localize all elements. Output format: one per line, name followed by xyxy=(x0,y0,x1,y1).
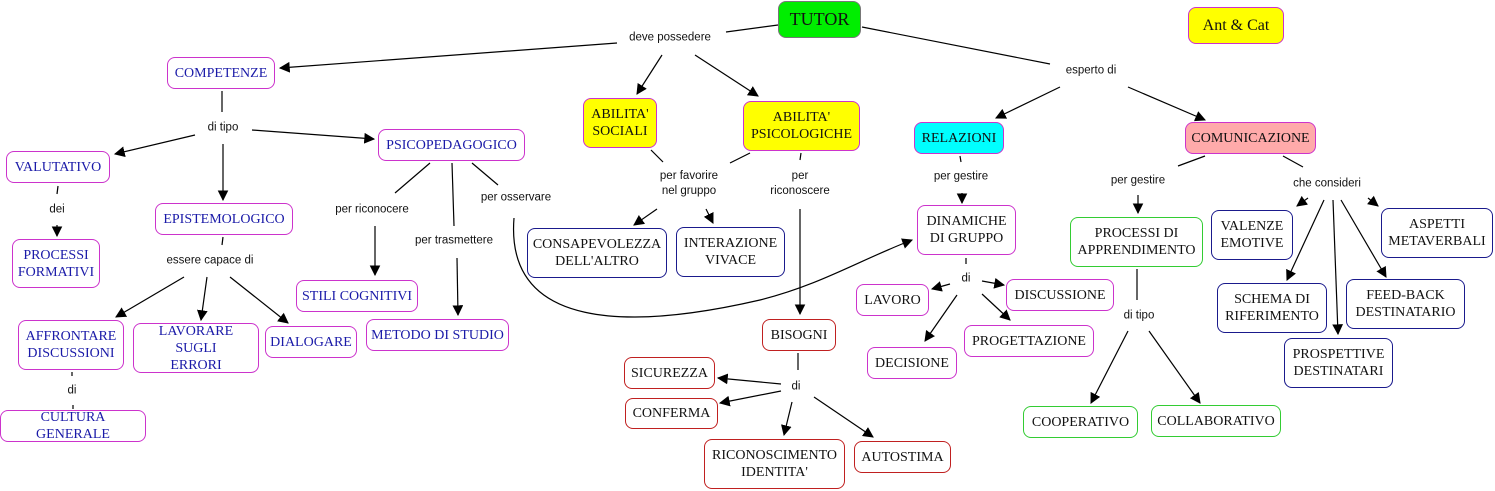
concept-relazioni[interactable]: RELAZIONI xyxy=(914,122,1004,154)
edge xyxy=(729,152,751,164)
concept-valenze-emotive[interactable]: VALENZE EMOTIVE xyxy=(1211,210,1293,260)
edge xyxy=(251,129,376,144)
concept-cooperativo[interactable]: COOPERATIVO xyxy=(1023,406,1138,438)
edge xyxy=(781,401,793,437)
edge xyxy=(924,294,958,342)
concept-abilita-sociali[interactable]: ABILITA' SOCIALI xyxy=(583,98,657,148)
edge xyxy=(650,149,664,163)
edge xyxy=(930,281,951,292)
concept-interazione-vivace[interactable]: INTERAZIONE VIVACE xyxy=(676,227,785,277)
concept-discussione[interactable]: DISCUSSIONE xyxy=(1006,279,1114,311)
link-che-consideri: che consideri xyxy=(1293,177,1361,190)
concept-decisione[interactable]: DECISIONE xyxy=(867,347,957,379)
edge xyxy=(113,134,196,158)
concept-dialogare[interactable]: DIALOGARE xyxy=(265,326,357,358)
edge xyxy=(471,162,499,186)
link-di: di xyxy=(791,380,801,393)
link-di-tipo: di tipo xyxy=(1123,309,1155,322)
concept-epistemologico[interactable]: EPISTEMOLOGICO xyxy=(155,203,293,235)
edge xyxy=(452,257,464,317)
edge xyxy=(981,277,1006,289)
concept-dinamiche-di-gruppo[interactable]: DINAMICHE DI GRUPPO xyxy=(917,205,1016,255)
concept-psicopedagogico[interactable]: PSICOPEDAGOGICO xyxy=(378,129,525,161)
link-deve-possedere: deve possedere xyxy=(629,31,711,44)
edge xyxy=(718,390,782,407)
edge xyxy=(1286,199,1325,281)
concept-comunicazione[interactable]: COMUNICAZIONE xyxy=(1185,122,1316,154)
edge xyxy=(636,54,663,95)
edge xyxy=(981,293,1011,321)
concept-processi-formativi[interactable]: PROCESSI FORMATIVI xyxy=(12,239,100,288)
edge xyxy=(1282,155,1304,168)
concept-prospettive-destinatari[interactable]: PROSPETTIVE DESTINATARI xyxy=(1284,338,1393,388)
concept-autostima[interactable]: AUTOSTIMA xyxy=(854,441,951,473)
edge xyxy=(1332,199,1344,336)
edge xyxy=(716,373,782,385)
concept-valutativo[interactable]: VALUTATIVO xyxy=(6,151,110,183)
link-per-riconocere: per riconocere xyxy=(335,203,409,216)
concept-ant-cat[interactable]: Ant & Cat xyxy=(1188,7,1284,44)
concept-progettazione[interactable]: PROGETTAZIONE xyxy=(964,325,1094,357)
concept-affrontare-discussioni[interactable]: AFFRONTARE DISCUSSIONI xyxy=(18,320,124,370)
edge xyxy=(1148,330,1201,404)
edge xyxy=(959,155,962,163)
concept-competenze[interactable]: COMPETENZE xyxy=(167,57,275,89)
edge xyxy=(1296,195,1309,207)
edge xyxy=(1177,155,1206,167)
concept-stili-cognitivi[interactable]: STILI COGNITIVI xyxy=(296,280,418,312)
link-per-gestire: per gestire xyxy=(933,170,989,183)
concept-sicurezza[interactable]: SICUREZZA xyxy=(624,357,715,389)
link-di: di xyxy=(67,384,77,397)
edge xyxy=(633,208,658,226)
edge xyxy=(513,217,914,318)
concept-abilita-psicologiche[interactable]: ABILITA' PSICOLOGICHE xyxy=(743,101,860,151)
edge xyxy=(278,42,618,73)
link-per-favorire: per favorire nel gruppo xyxy=(659,170,719,197)
edge xyxy=(1090,330,1129,404)
edge xyxy=(995,86,1061,119)
concept-metodo-di-studio[interactable]: METODO DI STUDIO xyxy=(366,319,509,351)
concept-conferma[interactable]: CONFERMA xyxy=(625,398,718,429)
edge xyxy=(196,276,208,322)
concept-riconoscimento-identita[interactable]: RICONOSCIMENTO IDENTITA' xyxy=(704,439,845,489)
concept-tutor[interactable]: TUTOR xyxy=(778,1,861,38)
concept-schema-di-riferimento[interactable]: SCHEMA DI RIFERIMENTO xyxy=(1217,283,1327,333)
edge xyxy=(1367,195,1379,207)
edge xyxy=(56,185,59,195)
link-essere-capace-di: essere capace di xyxy=(166,254,254,267)
link-per-gestire: per gestire xyxy=(1110,174,1166,187)
edge xyxy=(394,162,431,194)
edge xyxy=(694,54,759,97)
concept-cultura-generale[interactable]: CULTURA GENERALE xyxy=(0,410,146,442)
concept-feedback-destinatario[interactable]: FEED-BACK DESTINATARIO xyxy=(1346,279,1465,329)
concept-bisogni[interactable]: BISOGNI xyxy=(762,319,836,351)
edge xyxy=(1340,199,1387,278)
concept-collaborativo[interactable]: COLLABORATIVO xyxy=(1151,405,1281,437)
edge xyxy=(229,276,289,324)
edge xyxy=(451,162,455,227)
link-dei: dei xyxy=(49,203,65,216)
link-di: di xyxy=(961,272,971,285)
concept-lavoro[interactable]: LAVORO xyxy=(856,284,929,316)
link-per-riconoscere: per riconoscere xyxy=(770,170,830,197)
concept-processi-di-apprendimento[interactable]: PROCESSI DI APPRENDIMENTO xyxy=(1070,217,1203,267)
edge xyxy=(115,276,185,318)
concept-consapevolezza[interactable]: CONSAPEVOLEZZA DELL'ALTRO xyxy=(527,228,667,278)
edge xyxy=(725,24,779,33)
edge xyxy=(861,26,1051,65)
link-esperto-di: esperto di xyxy=(1065,64,1117,77)
concept-lavorare-sugli-errori[interactable]: LAVORARE SUGLI ERRORI xyxy=(133,323,259,373)
link-per-osservare: per osservare xyxy=(480,191,552,204)
edge xyxy=(813,396,874,438)
link-per-trasmettere: per trasmettere xyxy=(415,234,493,247)
edge xyxy=(221,236,224,246)
link-di-tipo: di tipo xyxy=(207,121,239,134)
concept-aspetti-metaverbali[interactable]: ASPETTI METAVERBALI xyxy=(1381,208,1493,258)
edge xyxy=(799,152,802,161)
edge xyxy=(1127,86,1206,122)
edge xyxy=(703,208,714,224)
